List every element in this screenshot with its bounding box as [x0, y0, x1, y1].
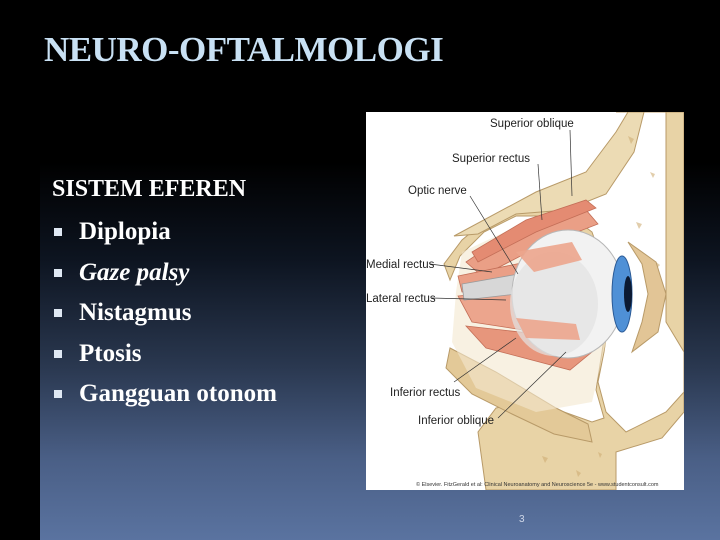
section-heading: SISTEM EFEREN — [52, 176, 247, 202]
figure-credit: © Elsevier. FitzGerald et al: Clinical N… — [416, 481, 659, 488]
label-inferior-rectus: Inferior rectus — [390, 387, 461, 399]
bullet-item: Gaze palsy — [52, 253, 277, 294]
page-number: 3 — [519, 514, 525, 525]
pupil — [624, 276, 632, 312]
bullet-label: Gangguan otonom — [79, 380, 277, 407]
square-bullet-icon — [54, 228, 62, 236]
label-superior-rectus: Superior rectus — [452, 153, 530, 165]
orbit-roof — [453, 112, 645, 237]
muscle-insertion — [516, 242, 582, 340]
left-bar — [0, 0, 40, 540]
bullet-label: Ptosis — [79, 339, 142, 367]
square-bullet-icon — [54, 390, 62, 398]
bullet-label: Diplopia — [79, 218, 171, 245]
bullet-item: Nistagmus — [52, 293, 277, 334]
bullet-item: Gangguan otonom — [52, 374, 277, 415]
bullet-list: Diplopia Gaze palsy Nistagmus Ptosis Gan… — [52, 212, 277, 415]
label-leaders — [429, 129, 573, 419]
bullet-label: Gaze palsy — [79, 258, 190, 286]
superior-oblique-muscle — [471, 199, 597, 263]
eye-muscles-figure: Superior oblique Superior rectus Optic n… — [366, 112, 684, 490]
content-block: SISTEM EFEREN Diplopia Gaze palsy Nistag… — [52, 172, 277, 415]
slide-title: NEURO-OFTALMOLOGI — [44, 30, 444, 69]
bullet-item: Diplopia — [52, 212, 277, 253]
label-inferior-oblique: Inferior oblique — [418, 415, 494, 427]
square-bullet-icon — [54, 349, 62, 358]
eye-muscles-illustration: Superior oblique Superior rectus Optic n… — [366, 112, 684, 490]
eyeball-shade — [510, 252, 598, 356]
label-optic-nerve: Optic nerve — [408, 185, 467, 197]
square-bullet-icon — [54, 268, 62, 277]
bullet-label: Nistagmus — [79, 299, 192, 326]
label-medial-rectus: Medial rectus — [366, 259, 435, 271]
label-superior-oblique: Superior oblique — [490, 118, 574, 130]
eyelid — [627, 241, 667, 354]
square-bullet-icon — [54, 309, 62, 317]
label-lateral-rectus: Lateral rectus — [366, 293, 436, 305]
bullet-item: Ptosis — [52, 334, 277, 375]
